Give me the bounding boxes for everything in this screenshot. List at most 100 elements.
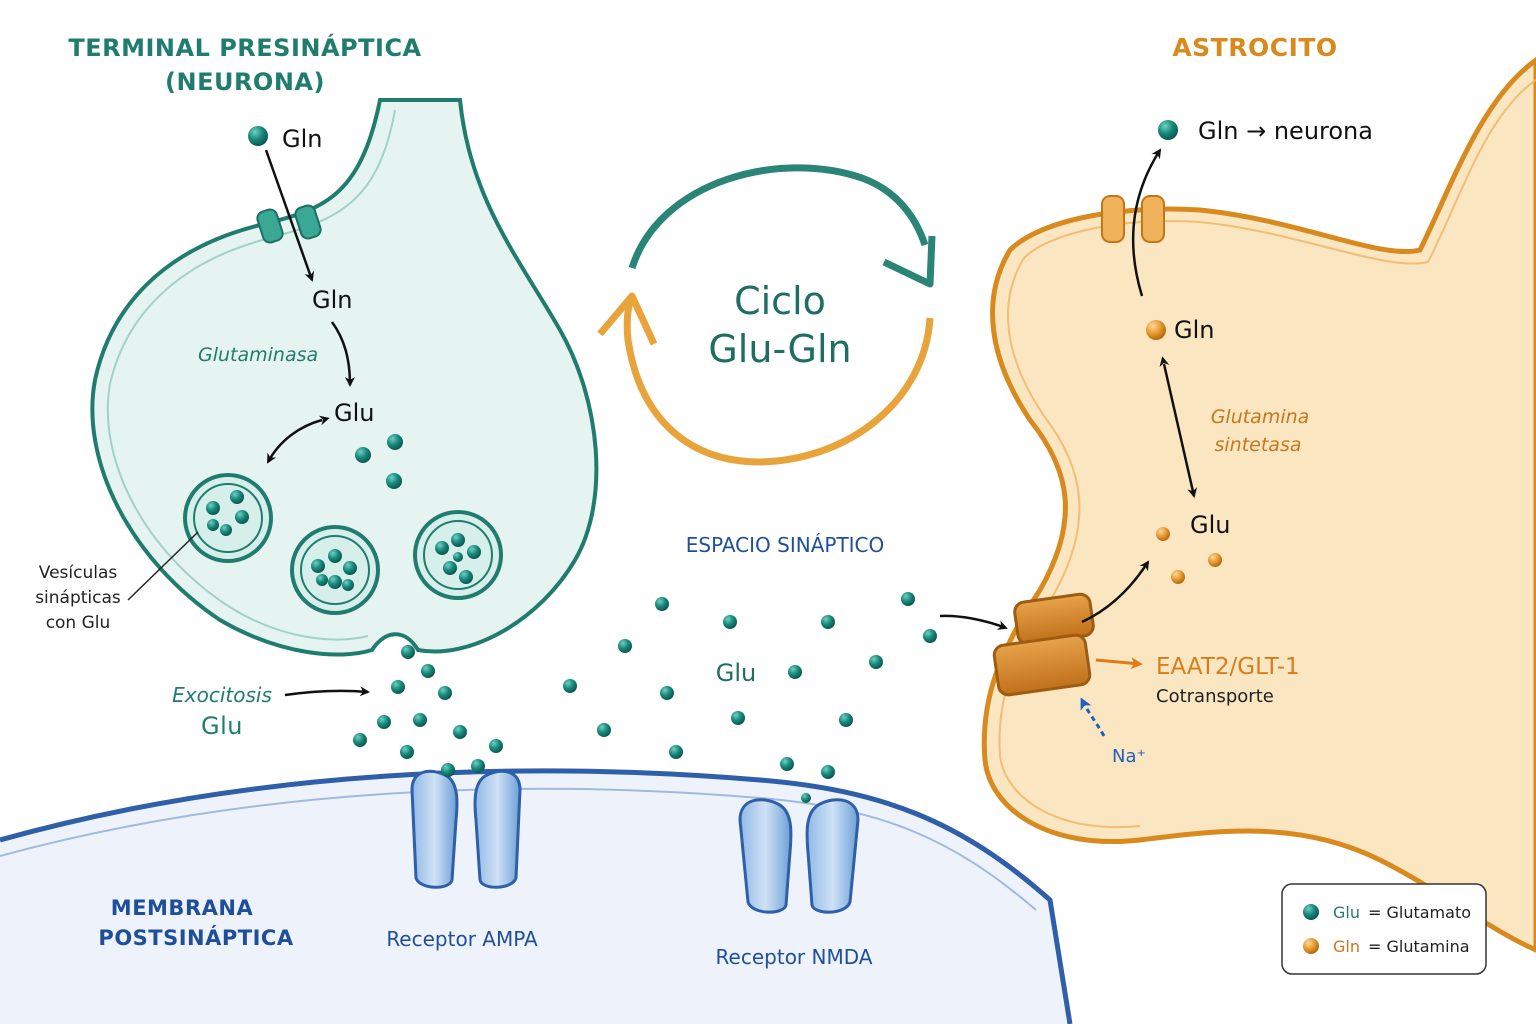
molecule-dot [453, 552, 463, 562]
molecule-dot [655, 597, 669, 611]
molecule-dot [248, 126, 268, 146]
molecule-dot [1158, 120, 1178, 140]
flow-arrows [127, 148, 1198, 737]
molecule-dot [821, 615, 835, 629]
postsynaptic-membrane [0, 768, 1073, 1025]
molecule-dot [471, 759, 485, 773]
molecule-dot [1171, 570, 1185, 584]
molecule-dot [869, 655, 883, 669]
vesicles-label-line2: sinápticas [35, 588, 121, 608]
molecule-dot [391, 680, 405, 694]
molecule-dot [377, 715, 391, 729]
synaptic-space-glu-label: Glu [716, 659, 756, 687]
molecule-dot [660, 686, 674, 700]
molecule-dot [441, 763, 455, 777]
legend-gln-abbr: Gln [1333, 937, 1360, 956]
nmda-receptor-label: Receptor NMDA [716, 945, 873, 969]
molecule-dot [311, 559, 325, 573]
molecule-dot [453, 725, 467, 739]
molecule-dot [1156, 527, 1170, 541]
vesicles-label-line1: Vesículas [39, 563, 118, 583]
molecule-dot [328, 575, 342, 589]
exocytosis-label-line2: Glu [201, 712, 243, 740]
molecule-dot [788, 665, 802, 679]
astrocyte-title: ASTROCITO [1172, 33, 1337, 62]
legend-glu-swatch [1303, 904, 1319, 920]
sodium-label: Na⁺ [1112, 746, 1146, 767]
molecule-dot [386, 473, 402, 489]
molecule-dot [839, 713, 853, 727]
synaptic-space-title: ESPACIO SINÁPTICO [686, 533, 885, 557]
astrocyte-gln-label: Gln [1174, 316, 1214, 344]
molecule-dot [206, 501, 220, 515]
cycle-label-line2: Glu-Gln [708, 327, 851, 371]
molecule-dot [230, 490, 244, 504]
astrocyte-gln-channel [1101, 195, 1165, 243]
molecule-dot [435, 541, 449, 555]
molecule-dot [780, 757, 794, 771]
molecule-dot [731, 711, 745, 725]
molecule-dot [438, 686, 452, 700]
presynaptic-title-line2: (NEURONA) [165, 68, 325, 96]
molecule-dot [235, 510, 249, 524]
cycle-arrows [597, 164, 936, 466]
legend-gln-swatch [1303, 938, 1319, 954]
astrocyte-glu-label: Glu [1190, 511, 1230, 539]
molecule-dot [451, 533, 465, 547]
vesicles-label-line3: con Glu [46, 613, 111, 633]
molecule-dot [597, 723, 611, 737]
molecule-dot [923, 629, 937, 643]
legend-glu-text: = Glutamato [1368, 903, 1471, 922]
molecule-dot [723, 615, 737, 629]
molecule-dot [343, 561, 357, 575]
cotransport-label: Cotransporte [1156, 686, 1274, 707]
ampa-receptor-shape [410, 769, 522, 889]
molecule-dot [618, 639, 632, 653]
molecule-dot [821, 765, 835, 779]
presynaptic-gln-outside-label: Gln [282, 125, 322, 153]
glutaminase-label: Glutaminasa [198, 344, 318, 366]
glutamine-synthetase-label-line2: sintetasa [1215, 434, 1302, 456]
molecule-dot [413, 713, 427, 727]
molecule-dot [459, 570, 473, 584]
ampa-receptor-label: Receptor AMPA [386, 927, 538, 951]
molecule-dot [316, 574, 328, 586]
presynaptic-gln-channel [256, 204, 322, 244]
molecule-dot [421, 664, 435, 678]
molecules [206, 120, 1222, 803]
eaat2-transporter-shape [992, 592, 1095, 697]
molecule-dot [1146, 320, 1166, 340]
exocytosis-label-line1: Exocitosis [172, 683, 272, 707]
molecule-dot [443, 561, 457, 575]
postsynaptic-title-line1: MEMBRANA [111, 896, 254, 920]
molecule-dot [467, 545, 481, 559]
molecule-dot [489, 739, 503, 753]
molecule-dot [400, 745, 414, 759]
gln-to-neuron-label: Gln → neurona [1198, 117, 1373, 145]
molecule-dot [220, 524, 232, 536]
presynaptic-gln-inside-label: Gln [312, 286, 352, 314]
molecule-dot [328, 549, 342, 563]
molecule-dot [669, 745, 683, 759]
molecule-dot [207, 519, 219, 531]
molecule-dot [355, 447, 371, 463]
synaptic-vesicles [183, 473, 503, 615]
cycle-label-line1: Ciclo [734, 279, 826, 323]
astrocyte-cell [981, 56, 1536, 953]
molecule-dot [353, 733, 367, 747]
molecule-dot [342, 579, 354, 591]
molecule-dot [563, 679, 577, 693]
molecule-dot [387, 434, 403, 450]
glutamine-synthetase-label-line1: Glutamina [1211, 406, 1310, 428]
molecule-dot [901, 592, 915, 606]
presynaptic-title-line1: TERMINAL PRESINÁPTICA [68, 33, 421, 62]
eaat2-label: EAAT2/GLT-1 [1156, 654, 1300, 680]
legend-box [1281, 883, 1487, 975]
nmda-receptor-shape [738, 798, 860, 914]
postsynaptic-title-line2: POSTSINÁPTICA [98, 925, 293, 950]
legend-glu-abbr: Glu [1333, 903, 1360, 922]
molecule-dot [1208, 553, 1222, 567]
molecule-dot [401, 645, 415, 659]
